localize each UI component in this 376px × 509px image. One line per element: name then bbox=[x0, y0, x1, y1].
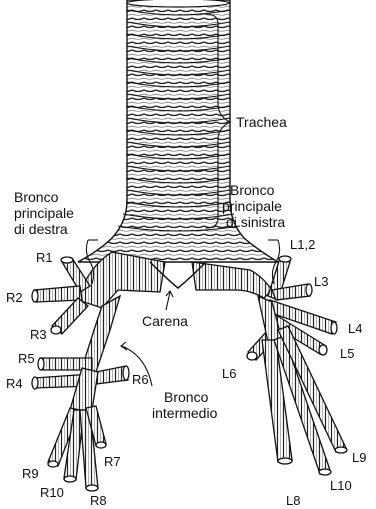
label-left-main-1: Bronco bbox=[230, 182, 275, 198]
label-r3: R3 bbox=[30, 327, 47, 342]
label-l10: L10 bbox=[330, 478, 352, 493]
label-r8: R8 bbox=[90, 493, 107, 508]
label-l3: L3 bbox=[314, 274, 328, 289]
label-intermediate-2: intermedio bbox=[152, 405, 218, 421]
label-r10: R10 bbox=[40, 485, 64, 500]
label-l12: L1,2 bbox=[290, 237, 315, 252]
label-r1: R1 bbox=[36, 250, 53, 265]
label-r6: R6 bbox=[132, 372, 149, 387]
label-r2: R2 bbox=[6, 290, 23, 305]
label-r9: R9 bbox=[22, 466, 39, 481]
label-right-main-2: principale bbox=[14, 205, 74, 221]
label-intermediate-1: Bronco bbox=[164, 389, 209, 405]
label-l4: L4 bbox=[348, 321, 362, 336]
label-r5: R5 bbox=[18, 351, 35, 366]
label-l5: L5 bbox=[340, 346, 354, 361]
label-carina: Carena bbox=[142, 313, 188, 329]
label-l6: L6 bbox=[222, 366, 236, 381]
label-right-main-1: Bronco bbox=[14, 189, 59, 205]
label-left-main-3: di sinistra bbox=[226, 214, 285, 230]
label-r7: R7 bbox=[104, 454, 121, 469]
label-trachea: Trachea bbox=[236, 114, 287, 130]
label-l9: L9 bbox=[352, 450, 366, 465]
label-left-main-2: principale bbox=[222, 198, 282, 214]
label-right-main-3: di destra bbox=[14, 221, 68, 237]
label-r4: R4 bbox=[6, 376, 23, 391]
label-l8: L8 bbox=[286, 493, 300, 508]
